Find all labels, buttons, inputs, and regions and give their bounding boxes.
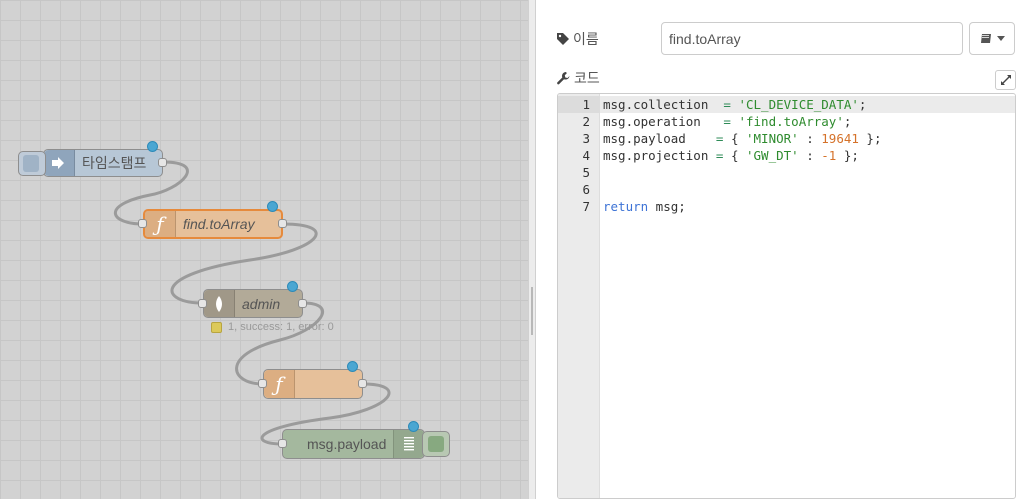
code-token: msg.collection <box>603 97 724 112</box>
function-icon: ƒ <box>264 370 295 398</box>
line-number: 1 <box>558 96 600 113</box>
function-node-label: find.toArray <box>183 216 255 232</box>
code-line[interactable]: 3 msg.payload = { 'MINOR' : 19641 }; <box>558 130 1015 147</box>
code-line[interactable]: 4 msg.projection = { 'GW_DT' : -1 }; <box>558 147 1015 164</box>
inject-button[interactable] <box>18 151 46 176</box>
code-token: = <box>723 97 731 112</box>
function-icon: ƒ <box>145 211 176 237</box>
code-token: 'CL_DEVICE_DATA' <box>738 97 859 112</box>
name-row-label: 이름 <box>557 29 599 49</box>
book-icon <box>980 33 991 43</box>
code-text: msg.payload = { 'MINOR' : 19641 }; <box>603 130 881 147</box>
code-line[interactable]: 2 msg.operation = 'find.toArray'; <box>558 113 1015 130</box>
code-text: msg.collection = 'CL_DEVICE_DATA'; <box>603 96 866 113</box>
inject-arrow-icon <box>44 150 75 176</box>
line-number: 3 <box>582 131 590 146</box>
code-token: return <box>603 199 649 214</box>
mongodb-node[interactable]: admin <box>203 289 303 318</box>
code-token: ; <box>843 114 852 129</box>
name-input[interactable] <box>661 22 963 55</box>
code-token: 'GW_DT' <box>746 148 799 163</box>
debug-node-label: msg.payload <box>307 436 387 452</box>
resize-grip <box>531 287 533 335</box>
code-token: 'MINOR' <box>746 131 799 146</box>
function2-changed-dot <box>347 361 358 372</box>
code-token: = <box>723 114 731 129</box>
code-token: msg; <box>648 199 686 214</box>
debug-changed-dot <box>408 421 419 432</box>
code-token: = <box>715 131 724 146</box>
code-token: { <box>723 148 746 163</box>
inject-node[interactable]: 타임스탬프 <box>43 149 163 177</box>
code-token: msg.payload <box>603 131 716 146</box>
line-number: 2 <box>582 114 590 129</box>
code-token: = <box>715 148 724 163</box>
function-node-empty[interactable]: ƒ <box>263 369 363 399</box>
code-text: msg.operation = 'find.toArray'; <box>603 113 851 130</box>
code-row-label: 코드 <box>557 68 600 88</box>
tag-icon <box>557 33 569 45</box>
code-token: 19641 <box>821 131 859 146</box>
code-token: : <box>798 148 822 163</box>
mongodb-output-port[interactable] <box>298 299 307 308</box>
code-token: 'find.toArray' <box>738 114 844 129</box>
inject-changed-dot <box>147 141 158 152</box>
name-label: 이름 <box>573 31 599 47</box>
function2-input-port[interactable] <box>258 379 267 388</box>
line-number: 6 <box>582 182 590 197</box>
expand-editor-button[interactable] <box>995 70 1016 90</box>
code-token: { <box>723 131 746 146</box>
mongodb-changed-dot <box>287 281 298 292</box>
mongodb-input-port[interactable] <box>198 299 207 308</box>
code-token: : <box>798 131 822 146</box>
code-line[interactable]: 5 <box>558 164 1015 181</box>
flow-wires <box>114 160 391 446</box>
debug-input-port[interactable] <box>278 439 287 448</box>
function2-output-port[interactable] <box>358 379 367 388</box>
code-text: return msg; <box>603 198 686 215</box>
debug-toggle-button[interactable] <box>422 431 450 457</box>
caret-down-icon <box>996 35 1005 41</box>
line-number: 5 <box>582 165 590 180</box>
expand-icon <box>1000 75 1011 85</box>
code-token: msg.projection <box>603 148 716 163</box>
debug-list-icon <box>393 430 424 458</box>
library-button[interactable] <box>969 22 1015 55</box>
function-changed-dot <box>267 201 278 212</box>
inject-node-label: 타임스탬프 <box>82 155 147 171</box>
flow-workspace[interactable]: 타임스탬프 ƒ find.toArray admin 1, success: 1… <box>0 0 528 499</box>
status-square-icon <box>211 321 222 333</box>
code-token: -1 <box>821 148 837 163</box>
line-number-gutter <box>558 94 600 498</box>
code-token: ; <box>858 97 867 112</box>
line-number: 7 <box>582 199 590 214</box>
function-output-port[interactable] <box>278 219 287 228</box>
code-text: msg.projection = { 'GW_DT' : -1 }; <box>603 147 859 164</box>
leaf-icon <box>204 290 235 317</box>
function-input-port[interactable] <box>138 219 147 228</box>
mongodb-node-label: admin <box>242 295 281 312</box>
code-token: }; <box>836 148 859 163</box>
debug-node[interactable]: msg.payload <box>282 429 425 459</box>
code-line[interactable]: 7 return msg; <box>558 198 1015 215</box>
inject-output-port[interactable] <box>158 158 167 167</box>
function-node-find[interactable]: ƒ find.toArray <box>143 209 283 239</box>
mongodb-status: 1, success: 1, error: 0 <box>211 321 334 333</box>
code-token: }; <box>858 131 882 146</box>
code-label: 코드 <box>574 70 600 86</box>
panel-resize-handle[interactable] <box>528 0 536 499</box>
mongodb-status-text: 1, success: 1, error: 0 <box>228 321 334 333</box>
code-line[interactable]: 6 <box>558 181 1015 198</box>
code-token: msg.operation <box>603 114 724 129</box>
wrench-icon <box>557 71 570 84</box>
line-number: 4 <box>582 148 590 163</box>
